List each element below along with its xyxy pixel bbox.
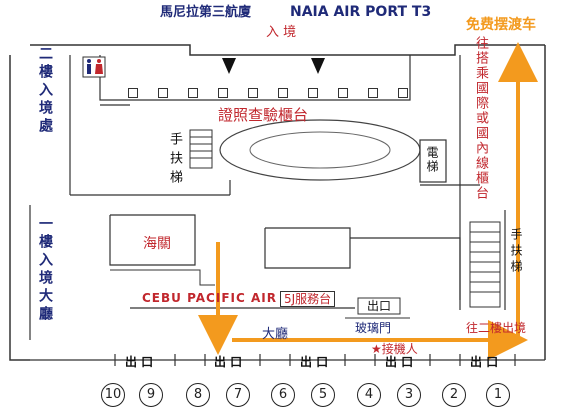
arrival-arrow-1 (222, 58, 236, 74)
exit-bar-ticks (114, 354, 516, 366)
to-counters-label: 往搭乘國際或國內線櫃台 (473, 36, 488, 201)
exit-small-box (357, 297, 401, 315)
title-en: NAIA AIR PORT T3 (290, 4, 432, 20)
cebu-pacific-label: CEBU PACIFIC AIR (142, 291, 277, 305)
passport-control-label: 證照查驗櫃台 (218, 106, 309, 124)
shuttle-label: 免费摆渡车 (466, 17, 536, 33)
gate-number: 1 (486, 383, 510, 407)
pillar (128, 88, 138, 98)
restroom-icon (82, 56, 106, 78)
pillar (308, 88, 318, 98)
pillar (338, 88, 348, 98)
gate-number: 7 (226, 383, 250, 407)
service-counter-label: 5J服務台 (280, 291, 336, 307)
escalator-left-steps (189, 129, 213, 169)
pillar (368, 88, 378, 98)
pillar (188, 88, 198, 98)
pillar (278, 88, 288, 98)
first-floor-hall-label: 一樓入境大廳 (37, 216, 53, 324)
escalator-right-label: 手扶梯 (509, 228, 523, 276)
oval-counter-inner (249, 131, 391, 169)
pillar (398, 88, 408, 98)
pillar (218, 88, 228, 98)
gate-number: 3 (397, 383, 421, 407)
escalator-left-label: 手扶梯 (167, 132, 182, 189)
pickup-label: ★接機人 (371, 342, 418, 356)
exit-label: 出 口 (214, 355, 243, 369)
exit-label: 出 口 (385, 355, 414, 369)
gate-number: 5 (311, 383, 335, 407)
pillar (158, 88, 168, 98)
outer-wall-top (30, 44, 545, 56)
escalator-right-steps (469, 221, 501, 308)
glass-door-label: 玻璃門 (355, 321, 392, 335)
cebu-counter-wall2 (350, 237, 461, 300)
hall-label: 大廳 (262, 327, 289, 342)
arrival-arrow-2 (311, 58, 325, 74)
customs-box (109, 214, 196, 266)
pillar (248, 88, 258, 98)
gate-number: 4 (357, 383, 381, 407)
elevator-box (419, 139, 447, 183)
exit-small-label: 出口 (367, 299, 392, 313)
to-second-floor-label: 往二樓出境 (466, 321, 527, 335)
gate-number: 6 (271, 383, 295, 407)
arrival-label: 入 境 (266, 25, 297, 40)
second-floor-arrival-label: 二樓入境處 (37, 46, 53, 136)
customs-box-inner (110, 269, 215, 286)
exit-label: 出 口 (300, 355, 329, 369)
gate-number: 2 (442, 383, 466, 407)
outer-wall-left (9, 55, 30, 361)
exit-label: 出 口 (125, 355, 154, 369)
elevator-label: 電梯 (425, 146, 439, 174)
gate-number: 10 (101, 383, 125, 407)
gate-number: 9 (139, 383, 163, 407)
cebu-counter-wall (264, 227, 351, 269)
title-cn: 馬尼拉第三航廈 (160, 5, 252, 20)
exit-label: 出 口 (470, 355, 499, 369)
customs-label: 海關 (143, 236, 171, 252)
gate-number: 8 (186, 383, 210, 407)
